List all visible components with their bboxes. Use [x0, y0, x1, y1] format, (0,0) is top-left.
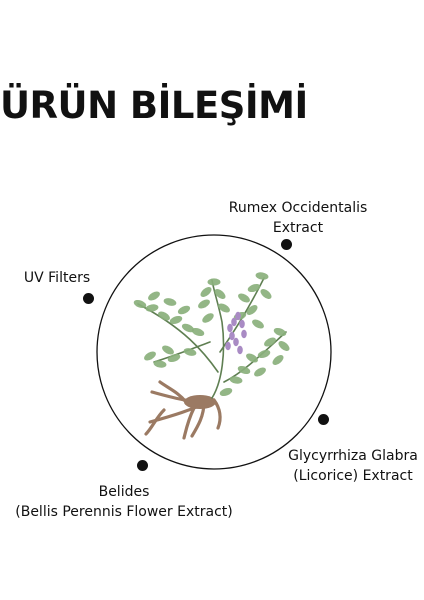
ingredient-label-glycyrrhiza: Glycyrrhiza Glabra (Licorice) Extract	[288, 448, 418, 484]
page-title: ÜRÜN BİLEŞİMİ	[0, 84, 308, 127]
ingredient-dot-rumex	[281, 239, 292, 250]
ingredient-label-belides: Belides (Bellis Perennis Flower Extract)	[15, 484, 233, 520]
licorice-plant-illustration	[96, 234, 332, 470]
ingredient-label-uv: UV Filters	[23, 270, 91, 286]
ingredient-dot-belides	[137, 460, 148, 471]
ingredient-label-rumex: Rumex Occidentalis Extract	[228, 200, 368, 236]
ingredient-dot-glycyrrhiza	[318, 414, 329, 425]
ingredient-dot-uv	[83, 293, 94, 304]
ingredient-circle	[94, 232, 334, 472]
